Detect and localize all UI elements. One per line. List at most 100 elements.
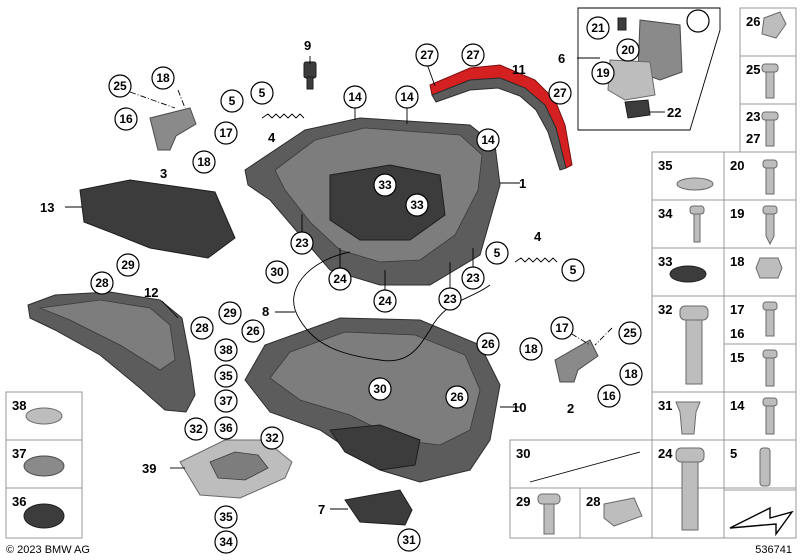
callout-20[interactable]: 20 xyxy=(616,38,640,62)
callout-26[interactable]: 26 xyxy=(476,332,500,356)
callout-15[interactable] xyxy=(686,9,710,33)
callout-17[interactable]: 17 xyxy=(550,316,574,340)
legend-25[interactable]: 25 xyxy=(746,62,760,77)
label-part-10[interactable]: 10 xyxy=(512,400,526,415)
callout-26[interactable]: 26 xyxy=(445,385,469,409)
callout-18[interactable]: 18 xyxy=(151,66,175,90)
svg-text:31: 31 xyxy=(402,533,416,547)
callout-14[interactable]: 14 xyxy=(395,85,419,109)
label-part-3[interactable]: 3 xyxy=(160,166,167,181)
callout-30[interactable]: 30 xyxy=(368,377,392,401)
legend-34[interactable]: 34 xyxy=(658,206,673,221)
callout-5[interactable]: 5 xyxy=(250,81,274,105)
callout-29[interactable]: 29 xyxy=(116,253,140,277)
callout-14[interactable]: 14 xyxy=(343,85,367,109)
callout-23[interactable]: 23 xyxy=(461,266,485,290)
label-part-12[interactable]: 12 xyxy=(144,285,158,300)
callout-28[interactable]: 28 xyxy=(90,271,114,295)
label-part-4[interactable]: 4 xyxy=(534,229,542,244)
callout-35[interactable]: 35 xyxy=(214,505,238,529)
callout-16[interactable]: 16 xyxy=(597,384,621,408)
legend-38[interactable]: 38 xyxy=(12,398,26,413)
callout-19[interactable]: 19 xyxy=(591,61,615,85)
label-part-4[interactable]: 4 xyxy=(268,130,276,145)
pin-icon xyxy=(759,447,771,487)
legend-31[interactable]: 31 xyxy=(658,398,672,413)
callout-24[interactable]: 24 xyxy=(373,289,397,313)
callout-18[interactable]: 18 xyxy=(192,150,216,174)
legend-32[interactable]: 32 xyxy=(658,302,672,317)
label-part-39[interactable]: 39 xyxy=(142,461,156,476)
callout-5[interactable]: 5 xyxy=(220,89,244,113)
legend-23[interactable]: 23 xyxy=(746,109,760,124)
legend-18[interactable]: 18 xyxy=(730,254,744,269)
legend-20[interactable]: 20 xyxy=(730,158,744,173)
legend-17[interactable]: 17 xyxy=(730,302,744,317)
svg-text:34: 34 xyxy=(219,535,233,549)
legend-15[interactable]: 15 xyxy=(730,350,744,365)
callout-32[interactable]: 32 xyxy=(184,417,208,441)
legend-29[interactable]: 29 xyxy=(516,494,530,509)
callout-31[interactable]: 31 xyxy=(397,528,421,552)
svg-text:14: 14 xyxy=(400,90,414,104)
legend-14[interactable]: 14 xyxy=(730,398,745,413)
callout-28-b[interactable]: 28 xyxy=(190,316,214,340)
svg-text:23: 23 xyxy=(295,236,309,250)
legend-37[interactable]: 37 xyxy=(12,446,26,461)
callout-5[interactable]: 5 xyxy=(485,241,509,265)
callout-30[interactable]: 30 xyxy=(265,260,289,284)
callout-33[interactable]: 33 xyxy=(373,173,397,197)
legend-19[interactable]: 19 xyxy=(730,206,744,221)
legend-24[interactable]: 24 xyxy=(658,446,673,461)
legend-33[interactable]: 33 xyxy=(658,254,672,269)
label-part-1[interactable]: 1 xyxy=(519,176,526,191)
legend-5[interactable]: 5 xyxy=(730,446,737,461)
callout-37[interactable]: 37 xyxy=(214,389,238,413)
callout-24[interactable]: 24 xyxy=(328,267,352,291)
callout-34[interactable]: 34 xyxy=(214,530,238,554)
legend-27[interactable]: 27 xyxy=(746,131,760,146)
svg-text:24: 24 xyxy=(333,272,347,286)
callout-23[interactable]: 23 xyxy=(290,231,314,255)
callout-23[interactable]: 23 xyxy=(438,287,462,311)
label-part-22[interactable]: 22 xyxy=(667,105,681,120)
legend-30[interactable]: 30 xyxy=(516,446,530,461)
legend-36[interactable]: 36 xyxy=(12,494,26,509)
callout-25[interactable]: 25 xyxy=(618,321,642,345)
legend-16[interactable]: 16 xyxy=(730,326,744,341)
callout-14[interactable]: 14 xyxy=(476,128,500,152)
callout-32[interactable]: 32 xyxy=(260,426,284,450)
label-part-9[interactable]: 9 xyxy=(304,38,311,53)
callout-18[interactable]: 18 xyxy=(619,362,643,386)
callout-35[interactable]: 35 xyxy=(214,364,238,388)
svg-text:32: 32 xyxy=(189,422,203,436)
legend-35[interactable]: 35 xyxy=(658,158,672,173)
svg-text:14: 14 xyxy=(348,90,362,104)
callout-17[interactable]: 17 xyxy=(214,121,238,145)
callout-36[interactable]: 36 xyxy=(214,416,238,440)
callout-38[interactable]: 38 xyxy=(214,338,238,362)
callout-21[interactable]: 21 xyxy=(586,16,610,40)
cable-part xyxy=(293,251,431,362)
callout-25[interactable]: 25 xyxy=(108,74,132,98)
callout-18[interactable]: 18 xyxy=(519,337,543,361)
label-part-2[interactable]: 2 xyxy=(567,401,574,416)
label-part-6[interactable]: 6 xyxy=(558,51,565,66)
label-part-13[interactable]: 13 xyxy=(40,200,54,215)
label-part-7[interactable]: 7 xyxy=(318,502,325,517)
callout-27[interactable]: 27 xyxy=(415,43,439,67)
legend-28[interactable]: 28 xyxy=(586,494,600,509)
callout-5[interactable]: 5 xyxy=(561,258,585,282)
label-part-8[interactable]: 8 xyxy=(262,304,269,319)
label-part-11[interactable]: 11 xyxy=(512,62,526,77)
callout-27[interactable]: 27 xyxy=(548,81,572,105)
callout-16[interactable]: 16 xyxy=(114,107,138,131)
callout-29[interactable]: 29 xyxy=(218,301,242,325)
svg-text:32: 32 xyxy=(265,431,279,445)
legend-26[interactable]: 26 xyxy=(746,14,760,29)
svg-text:37: 37 xyxy=(219,394,233,408)
callout-27[interactable]: 27 xyxy=(461,43,485,67)
callout-33[interactable]: 33 xyxy=(405,193,429,217)
side-panel-part xyxy=(27,291,196,413)
callout-26[interactable]: 26 xyxy=(241,319,265,343)
